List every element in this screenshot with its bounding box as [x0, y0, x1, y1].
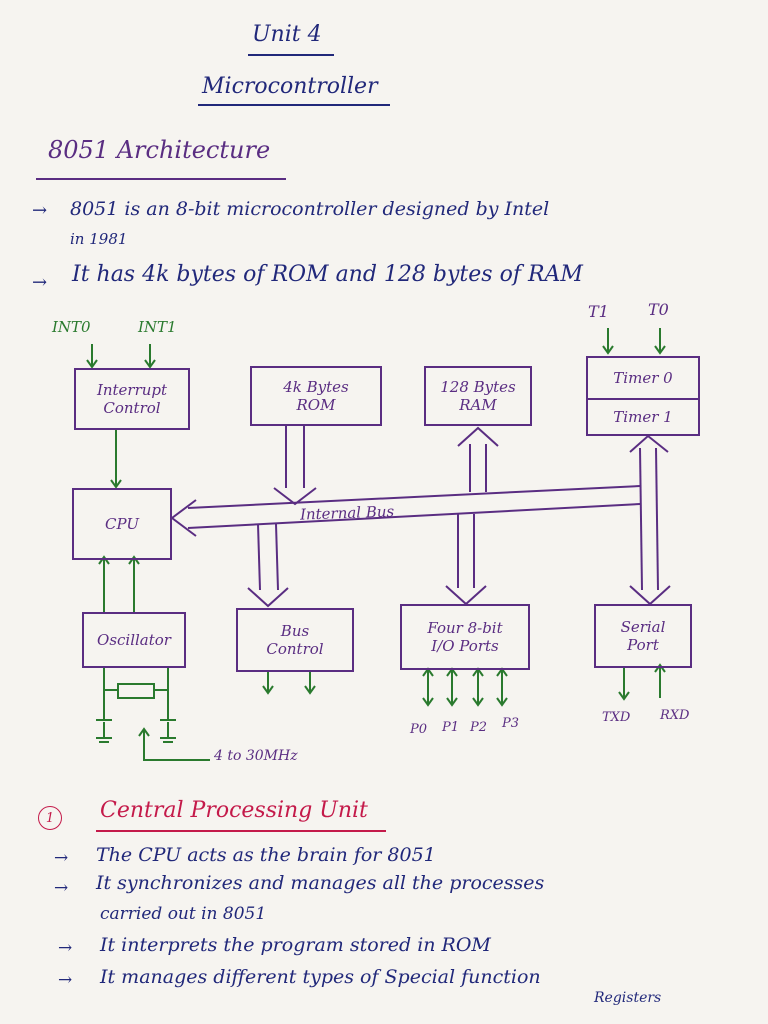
- rxd-label: RXD: [660, 708, 690, 723]
- section-number: 1: [45, 810, 55, 826]
- cpu-point-1: The CPU acts as the brain for 8051: [96, 844, 436, 866]
- section-title-underline: [96, 830, 386, 832]
- io-label-1: Four 8-bit: [427, 619, 503, 637]
- timer1-label: Timer 1: [613, 408, 673, 426]
- freq-arrow: [143, 730, 210, 761]
- internal-bus-label: Internal Bus: [299, 502, 395, 524]
- port-p1: P1: [442, 720, 460, 735]
- intro-arrow-2: →: [32, 272, 48, 293]
- int0-arrowhead: [86, 359, 98, 369]
- cpu-point-2-cont: carried out in 8051: [100, 904, 267, 924]
- intro-point-1: 8051 is an 8-bit microcontroller designe…: [70, 198, 550, 220]
- int1-label: INT1: [138, 318, 177, 336]
- subject-title: Microcontroller: [202, 74, 378, 99]
- interrupt-label-2: Control: [103, 399, 161, 417]
- cpu-arrow-4: →: [58, 970, 73, 990]
- unit-title: Unit 4: [252, 22, 322, 47]
- intro-arrow-1: →: [32, 200, 48, 221]
- section-number-circle: 1: [38, 806, 62, 830]
- crystal-freq-label: 4 to 30MHz: [214, 748, 298, 764]
- timer0-label: Timer 0: [588, 358, 698, 400]
- rom-label-2: ROM: [296, 396, 336, 414]
- topic-title: 8051 Architecture: [48, 136, 271, 164]
- ram-label-1: 128 Bytes: [440, 378, 516, 396]
- timer-block: Timer 0 Timer 1: [586, 356, 700, 436]
- subject-title-underline: [198, 104, 390, 106]
- int0-label: INT0: [52, 318, 91, 336]
- serial-label-1: Serial: [620, 618, 666, 636]
- bus-control-block: Bus Control: [236, 608, 354, 672]
- cpu-arrow-2: →: [54, 878, 69, 898]
- t1-label: T1: [588, 302, 609, 321]
- port-p2: P2: [470, 720, 488, 735]
- int1-arrowhead: [144, 359, 156, 369]
- intro-point-2: It has 4k bytes of ROM and 128 bytes of …: [72, 262, 583, 287]
- section-title: Central Processing Unit: [100, 798, 368, 823]
- oscillator-label: Oscillator: [97, 631, 171, 649]
- serial-label-2: Port: [627, 636, 659, 654]
- crystal: [117, 683, 155, 699]
- cpu-point-4-cont: Registers: [594, 990, 662, 1006]
- port-p3: P3: [502, 716, 520, 731]
- ram-block: 128 Bytes RAM: [424, 366, 532, 426]
- topic-title-underline: [36, 178, 286, 180]
- unit-title-underline: [248, 54, 334, 56]
- cpu-point-4: It manages different types of Special fu…: [100, 966, 541, 988]
- ram-label-2: RAM: [459, 396, 497, 414]
- internal-bus: [170, 424, 671, 608]
- io-ports-block: Four 8-bit I/O Ports: [400, 604, 530, 670]
- interrupt-label-1: Interrupt: [96, 381, 168, 399]
- cpu-arrow-3: →: [58, 938, 73, 958]
- cpu-point-3: It interprets the program stored in ROM: [100, 934, 491, 956]
- serial-port-block: Serial Port: [594, 604, 692, 668]
- bus-control-label-1: Bus: [280, 622, 310, 640]
- intro-point-1-cont: in 1981: [70, 230, 128, 248]
- cpu-arrow-1: →: [54, 848, 69, 868]
- bus-control-label-2: Control: [266, 640, 324, 658]
- interrupt-control-block: Interrupt Control: [74, 368, 190, 430]
- cpu-point-2: It synchronizes and manages all the proc…: [96, 872, 545, 894]
- txd-label: TXD: [602, 710, 631, 725]
- cpu-block: CPU: [72, 488, 172, 560]
- t0-label: T0: [648, 300, 669, 319]
- oscillator-block: Oscillator: [82, 612, 186, 668]
- rom-block: 4k Bytes ROM: [250, 366, 382, 426]
- io-label-2: I/O Ports: [431, 637, 499, 655]
- port-p0: P0: [410, 722, 428, 737]
- cpu-label: CPU: [105, 515, 139, 533]
- rom-label-1: 4k Bytes: [283, 378, 349, 396]
